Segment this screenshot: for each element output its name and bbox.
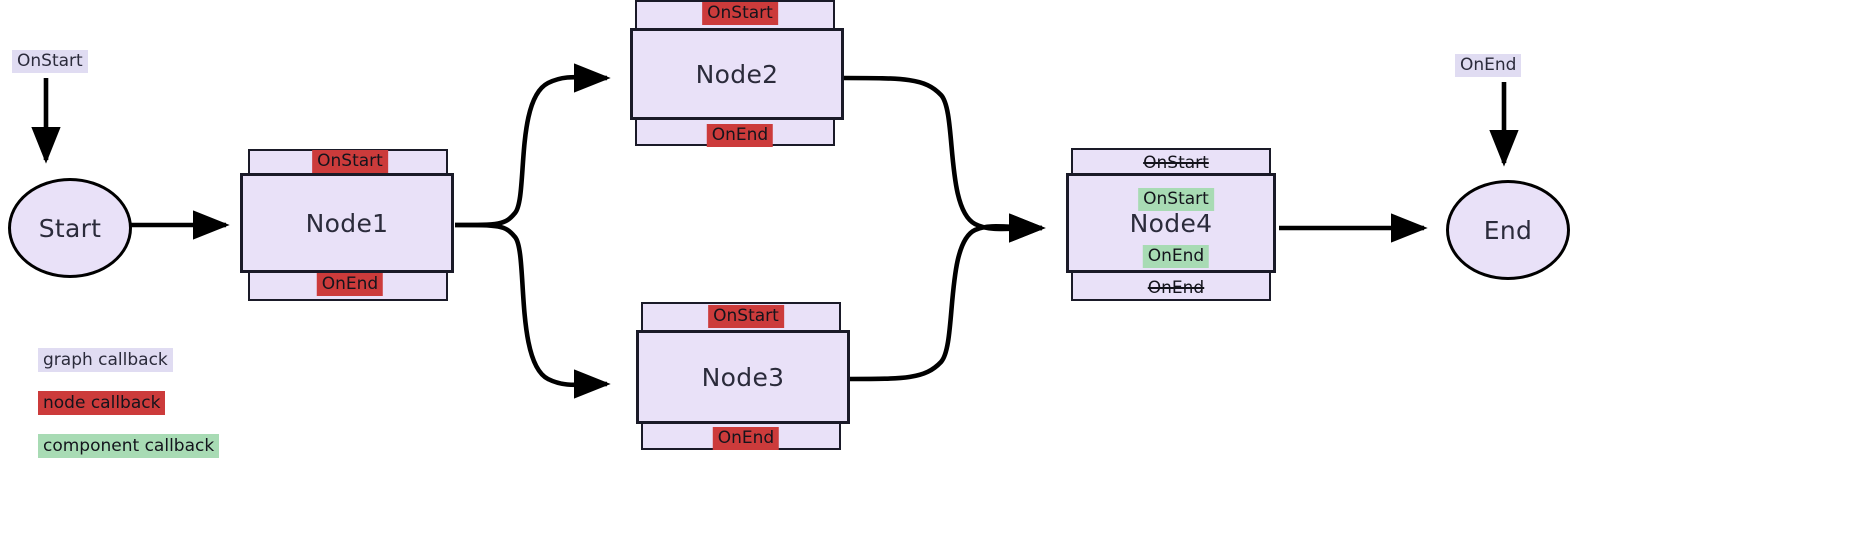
node-node2-front-card[interactable]: Node2 <box>630 28 844 120</box>
edge-node3-to-node4 <box>848 213 1046 382</box>
node-node4-title: Node4 <box>1129 208 1213 238</box>
legend-swatch-graph-callback: graph callback <box>38 348 173 372</box>
graph-callback-onend: OnEnd <box>1455 54 1522 77</box>
node-node4-component-callback-onend: OnEnd <box>1142 245 1210 268</box>
node-node1[interactable]: Node1 OnStart OnEnd <box>240 145 460 305</box>
legend-item-graph-callback: graph callback <box>38 348 219 372</box>
node-node4-callback-onstart-disabled: OnStart <box>1143 153 1209 173</box>
terminal-start-label: Start <box>38 213 102 243</box>
legend-item-component-callback: component callback <box>38 434 220 458</box>
node-node3-front-card[interactable]: Node3 <box>636 330 850 424</box>
node-node3-callback-onstart: OnStart <box>708 305 784 328</box>
node-node2[interactable]: Node2 OnStart OnEnd <box>630 0 850 150</box>
terminal-start[interactable]: Start <box>8 178 132 278</box>
node-node3-callback-onend: OnEnd <box>712 427 780 450</box>
node-node1-front-card[interactable]: Node1 <box>240 173 454 273</box>
legend: graph callback node callback component c… <box>38 348 220 477</box>
node-node4-component-callback-onstart: OnStart <box>1138 188 1214 211</box>
node-node1-callback-onstart: OnStart <box>312 150 388 173</box>
node-node1-callback-onend: OnEnd <box>316 273 384 296</box>
edge-node2-to-node4 <box>842 75 1046 243</box>
graph-callback-onstart: OnStart <box>12 50 88 73</box>
node-node2-callback-onstart: OnStart <box>702 2 778 25</box>
legend-item-node-callback: node callback <box>38 391 219 415</box>
terminal-end-label: End <box>1483 215 1533 245</box>
node-node1-title: Node1 <box>305 208 389 238</box>
node-node4-callback-onend-disabled: OnEnd <box>1147 278 1205 298</box>
node-node4[interactable]: Node4 OnStart OnEnd OnStart OnEnd <box>1066 148 1286 308</box>
edge-node1-to-node3 <box>454 222 611 399</box>
node-node2-callback-onend: OnEnd <box>706 124 774 147</box>
terminal-end[interactable]: End <box>1446 180 1570 280</box>
legend-swatch-component-callback: component callback <box>38 434 220 458</box>
node-node3-title: Node3 <box>701 362 785 392</box>
node-node3[interactable]: Node3 OnStart OnEnd <box>636 302 856 454</box>
edge-node1-to-node2 <box>454 63 611 228</box>
legend-swatch-node-callback: node callback <box>38 391 166 415</box>
node-node2-title: Node2 <box>695 59 779 89</box>
